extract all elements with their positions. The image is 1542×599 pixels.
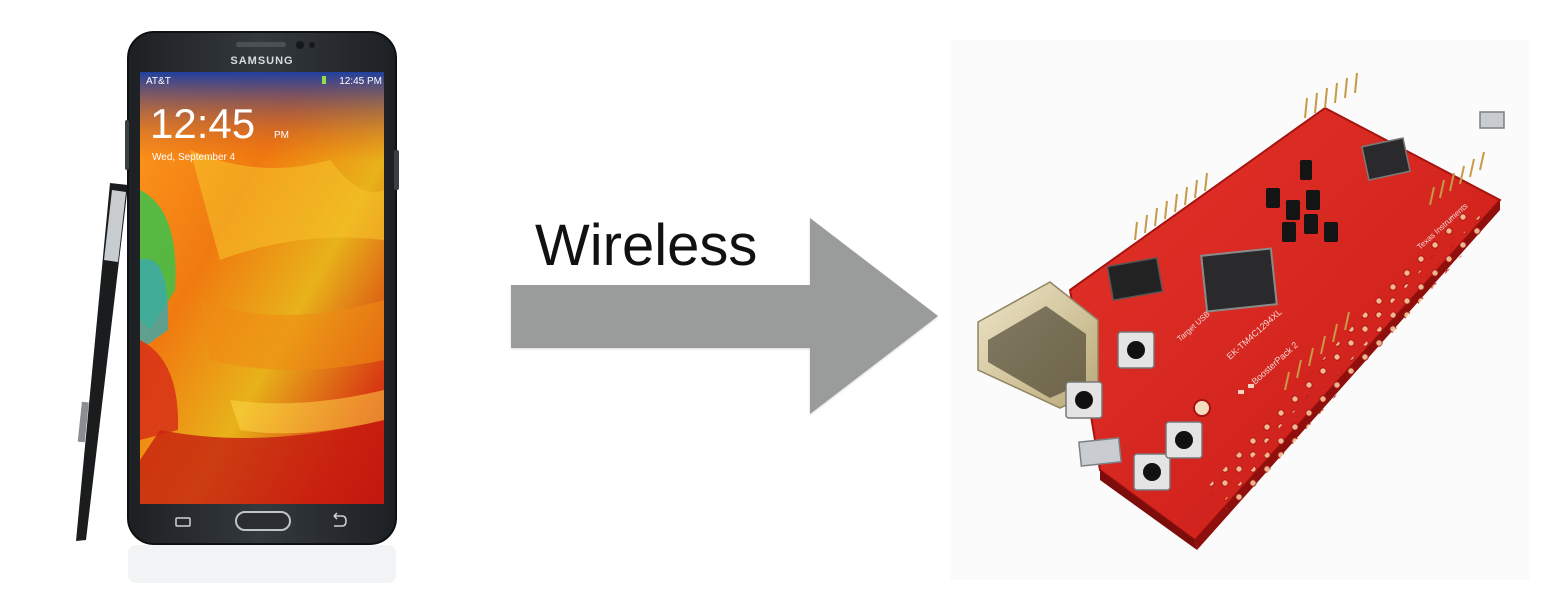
pin-header-left: [1134, 172, 1208, 241]
push-buttons: [1065, 331, 1203, 491]
menu-key-icon: [175, 517, 191, 527]
launchpad-board: EK-TM4C1294XL BoosterPack 2 Target USB T…: [950, 40, 1530, 580]
home-button: [235, 511, 291, 531]
pin-header-right: [1429, 151, 1485, 206]
stylus-pen: [76, 183, 128, 541]
mounting-hole: [1193, 399, 1211, 417]
status-time: 12:45 PM: [339, 76, 382, 87]
debug-chip: [1361, 137, 1411, 181]
phone-illustration: SAMSUNG AT&T 12:45 PM 12:45 PM Wed, Sept…: [76, 31, 399, 583]
wireless-arrow: [511, 218, 938, 414]
clock-suffix: PM: [274, 130, 289, 141]
mcu-chip: [1200, 247, 1278, 313]
carrier-label: AT&T: [146, 76, 171, 87]
ethernet-jack: [977, 281, 1099, 409]
clock-date: Wed, September 4: [152, 152, 236, 163]
clock-time: 12:45: [150, 100, 255, 147]
arrow-shape: [511, 218, 938, 414]
back-key-icon: [333, 512, 347, 527]
pin-header-middle: [1284, 311, 1350, 391]
arrow-label: Wireless: [535, 213, 757, 278]
usb-port-bottom: [1078, 437, 1122, 467]
pin-header-top: [1304, 72, 1358, 119]
magnetics-module: [1106, 257, 1164, 301]
jumper-blocks: [1266, 160, 1338, 242]
phone-brand: SAMSUNG: [230, 55, 293, 67]
wallpaper-strokes: [140, 150, 384, 504]
usb-port-top: [1479, 111, 1505, 129]
